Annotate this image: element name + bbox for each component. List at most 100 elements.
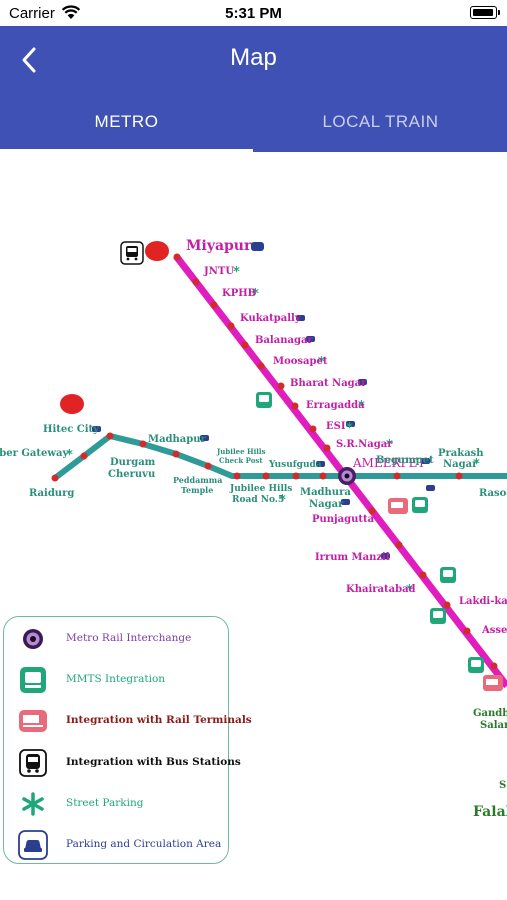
station-dot — [204, 462, 212, 470]
station-dot — [80, 452, 88, 460]
station-dot — [173, 253, 181, 261]
metro-map[interactable]: * * * * * * * * * * Miyapur JNTU KPHB Ku… — [0, 152, 507, 900]
station-dot — [233, 472, 241, 480]
station-dot — [419, 571, 427, 579]
car-parking-icon — [421, 458, 430, 464]
station-label: Assem — [481, 625, 507, 636]
station-label: Irrum Manzil — [315, 552, 390, 563]
station-label: Temple — [181, 485, 213, 495]
station-label: Moosapet — [273, 356, 328, 367]
station-label: Rasoo — [479, 488, 507, 499]
street-parking-icon: * — [386, 438, 393, 453]
bus-icon — [19, 749, 47, 777]
station-label: KPHB — [222, 288, 256, 299]
station-dot — [463, 627, 471, 635]
station-dot — [139, 440, 147, 448]
station-label: Cheruvu — [108, 469, 155, 480]
station-dot — [455, 472, 463, 480]
station-label: JNTU — [203, 266, 234, 277]
station-label: Road No.5 — [232, 495, 284, 505]
chevron-left-icon — [22, 47, 36, 73]
station-label: Salarj — [480, 720, 507, 731]
station-label: Miyapur — [186, 238, 252, 254]
street-parking-icon: * — [473, 457, 480, 472]
station-dot — [210, 301, 218, 309]
page-title: Map — [230, 44, 277, 71]
back-button[interactable] — [12, 40, 48, 80]
status-bar: Carrier 5:31 PM — [0, 0, 507, 26]
car-parking-icon — [341, 499, 350, 505]
tab-metro[interactable]: METRO — [94, 112, 159, 131]
station-label: Khairatabad — [346, 584, 416, 595]
rail-terminal-icon — [388, 498, 408, 514]
car-parking-icon — [316, 461, 325, 467]
car-parking-icon — [251, 242, 264, 251]
mmts-icon — [412, 497, 428, 513]
rail-terminal-icon — [483, 675, 503, 691]
map-legend: Metro Rail Interchange MMTS Integration … — [3, 616, 252, 864]
station-dot — [172, 450, 180, 458]
street-parking-icon: * — [358, 399, 365, 414]
legend-item: Street Parking — [18, 789, 226, 819]
carrier-label: Carrier — [9, 5, 55, 22]
station-label: AMEERPET — [352, 456, 425, 470]
station-label: ESI — [326, 421, 346, 432]
station-label: Madhapur — [148, 434, 207, 445]
street-parking-icon: * — [252, 287, 259, 302]
car-parking-icon — [296, 315, 305, 321]
station-dot — [393, 472, 401, 480]
legend-item: Parking and Circulation Area — [18, 830, 226, 860]
station-label: Kukatpally — [240, 313, 302, 324]
station-dot — [395, 541, 403, 549]
tab-local-train[interactable]: LOCAL TRAIN — [322, 112, 439, 131]
station-dot — [319, 472, 327, 480]
legend-item: MMTS Integration — [18, 665, 226, 695]
station-dot — [323, 444, 331, 452]
mmts-icon — [20, 667, 46, 693]
car-parking-icon — [200, 435, 209, 441]
station-label: Yusufguda — [268, 460, 322, 470]
clock: 5:31 PM — [225, 5, 282, 22]
station-dot — [241, 341, 249, 349]
legend-label: Metro Rail Interchange — [66, 632, 192, 644]
legend-label: Parking and Circulation Area — [66, 838, 222, 850]
depot-marker-raidurg — [60, 394, 84, 414]
station-dot — [490, 662, 498, 670]
station-dot — [106, 432, 114, 440]
street-parking-icon: * — [66, 448, 73, 463]
station-label: Falak — [473, 804, 507, 820]
station-dot — [227, 322, 235, 330]
legend-label: Integration with Rail Terminals — [66, 714, 252, 726]
bus-icon — [120, 241, 144, 265]
station-dot — [291, 402, 299, 410]
station-label: Durgam — [110, 457, 156, 468]
car-parking-icon — [18, 830, 48, 860]
car-parking-icon — [426, 485, 435, 491]
tab-indicator — [0, 149, 253, 152]
station-label: Hitec City — [43, 424, 100, 435]
street-parking-icon: * — [279, 493, 286, 508]
street-parking-icon: * — [406, 583, 413, 598]
battery-icon — [470, 6, 500, 19]
station-label: Madhura — [300, 487, 351, 498]
station-label: Balanagar — [255, 335, 313, 346]
legend-label: Integration with Bus Stations — [66, 756, 241, 768]
station-dot — [368, 507, 376, 515]
station-label: Begumpet — [376, 455, 434, 466]
interchange-icon — [23, 629, 43, 649]
station-dot — [309, 425, 317, 433]
station-dot — [51, 474, 59, 482]
station-dot — [262, 472, 270, 480]
mmts-icon — [430, 608, 446, 624]
station-label: Raidurg — [29, 488, 74, 499]
mmts-icon — [440, 567, 456, 583]
car-parking-icon — [306, 336, 315, 342]
mmts-icon — [468, 657, 484, 673]
street-parking-icon — [22, 792, 44, 816]
station-label: S — [499, 780, 506, 791]
station-dot — [277, 382, 285, 390]
station-label: Bharat Nagar — [290, 378, 367, 389]
legend-item: Metro Rail Interchange — [18, 624, 226, 654]
station-label: Check Post — [219, 456, 263, 465]
station-label: Punjagutta — [312, 514, 375, 525]
